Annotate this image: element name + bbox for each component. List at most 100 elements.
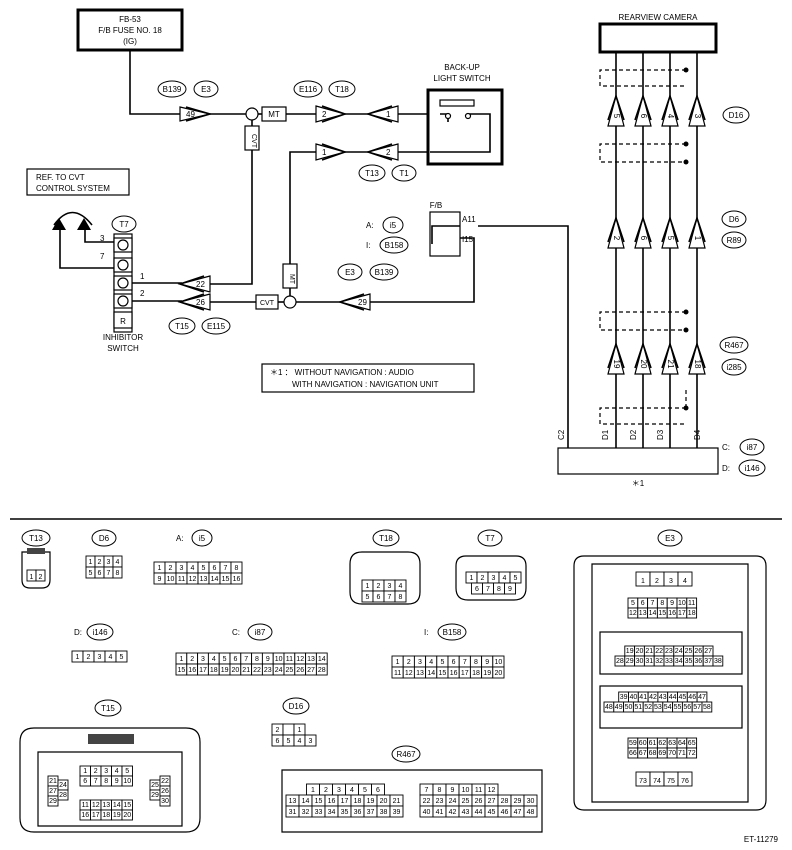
- svg-text:1: 1: [30, 574, 34, 581]
- svg-text:D:: D:: [74, 628, 82, 637]
- cvt-box-vertical: [244, 125, 260, 151]
- svg-text:REF. TO CVT: REF. TO CVT: [36, 173, 85, 182]
- svg-text:30: 30: [636, 658, 644, 665]
- svg-text:5: 5: [125, 768, 129, 775]
- svg-text:2: 2: [39, 574, 43, 581]
- mt-box-vertical: [282, 263, 298, 289]
- wire-a11-audio: [478, 225, 569, 448]
- svg-text:8: 8: [116, 570, 120, 577]
- conn-i146: [738, 459, 766, 477]
- svg-text:F/B: F/B: [430, 201, 442, 210]
- svg-text:4: 4: [350, 787, 354, 794]
- svg-text:48: 48: [527, 809, 535, 816]
- face-label-t13: [21, 529, 51, 547]
- svg-text:15: 15: [178, 667, 186, 674]
- conn-e115: [201, 317, 231, 335]
- svg-text:10: 10: [462, 787, 470, 794]
- svg-text:6: 6: [452, 659, 456, 666]
- svg-text:14: 14: [302, 798, 310, 805]
- svg-text:i5: i5: [199, 534, 206, 543]
- d6-pin-2: 2: [607, 215, 625, 249]
- svg-text:13: 13: [289, 798, 297, 805]
- svg-text:i285: i285: [726, 363, 742, 372]
- svg-text:5: 5: [202, 565, 206, 572]
- conn-t7: [111, 215, 137, 233]
- svg-text:46: 46: [501, 809, 509, 816]
- svg-text:REARVIEW CAMERA: REARVIEW CAMERA: [619, 13, 699, 22]
- d16-pin-3: 3: [688, 93, 706, 127]
- svg-text:2: 2: [276, 727, 280, 734]
- svg-text:23: 23: [264, 667, 272, 674]
- svg-text:28: 28: [318, 667, 326, 674]
- svg-text:2: 2: [377, 583, 381, 590]
- svg-text:12: 12: [92, 802, 100, 809]
- svg-text:5: 5: [440, 659, 444, 666]
- svg-text:32: 32: [655, 658, 663, 665]
- svg-text:10: 10: [495, 659, 503, 666]
- svg-text:MT: MT: [268, 110, 280, 119]
- svg-text:33: 33: [315, 809, 323, 816]
- svg-text:3: 3: [201, 656, 205, 663]
- svg-text:3: 3: [98, 654, 102, 661]
- svg-text:R467: R467: [724, 341, 744, 350]
- svg-text:2: 2: [386, 148, 391, 157]
- svg-text:6: 6: [83, 778, 87, 785]
- connector-arrow-22: [177, 275, 211, 293]
- svg-text:B139: B139: [375, 268, 394, 277]
- svg-text:74: 74: [653, 778, 661, 785]
- svg-text:3: 3: [100, 234, 105, 243]
- svg-text:3: 3: [693, 114, 702, 119]
- svg-text:B158: B158: [443, 628, 462, 637]
- r467-pin-18: 18: [688, 341, 706, 375]
- svg-text:15: 15: [658, 610, 666, 617]
- svg-text:7: 7: [388, 594, 392, 601]
- svg-text:29: 29: [151, 792, 159, 799]
- svg-text:2: 2: [655, 578, 659, 585]
- svg-text:D6: D6: [99, 534, 110, 543]
- r467-pin-19: 19: [607, 341, 625, 375]
- fuse-line2: F/B FUSE NO. 18: [98, 26, 162, 35]
- svg-text:49: 49: [186, 110, 195, 119]
- svg-text:75: 75: [667, 778, 675, 785]
- svg-text:67: 67: [639, 750, 647, 757]
- svg-text:40: 40: [630, 694, 638, 701]
- svg-text:29: 29: [358, 298, 367, 307]
- svg-text:28: 28: [501, 798, 509, 805]
- svg-text:17: 17: [461, 670, 469, 677]
- svg-text:48: 48: [605, 704, 613, 711]
- svg-text:61: 61: [649, 740, 657, 747]
- svg-text:17: 17: [678, 610, 686, 617]
- svg-text:59: 59: [629, 740, 637, 747]
- svg-text:27: 27: [49, 788, 57, 795]
- arrow-up-left: [52, 218, 66, 230]
- svg-text:49: 49: [615, 704, 623, 711]
- svg-text:14: 14: [427, 670, 435, 677]
- svg-text:4: 4: [683, 578, 687, 585]
- svg-text:39: 39: [393, 809, 401, 816]
- svg-text:45: 45: [488, 809, 496, 816]
- svg-text:44: 44: [669, 694, 677, 701]
- svg-text:71: 71: [678, 750, 686, 757]
- svg-text:6: 6: [213, 565, 217, 572]
- svg-text:69: 69: [658, 750, 666, 757]
- conn-t1: [391, 164, 417, 182]
- svg-text:20: 20: [636, 648, 644, 655]
- cvt-box: [255, 294, 279, 310]
- svg-text:7: 7: [244, 656, 248, 663]
- svg-text:C:: C:: [722, 443, 730, 452]
- svg-text:16: 16: [668, 610, 676, 617]
- svg-text:T13: T13: [29, 534, 43, 543]
- connector-arrow-49: [179, 106, 211, 122]
- svg-text:3: 3: [309, 738, 313, 745]
- svg-text:15: 15: [315, 798, 323, 805]
- svg-text:T7: T7: [119, 220, 129, 229]
- svg-text:I15: I15: [462, 235, 474, 244]
- svg-text:28: 28: [59, 792, 67, 799]
- conn-r467: [719, 336, 749, 354]
- fuse-wire: [129, 50, 180, 115]
- svg-text:BACK-UP: BACK-UP: [444, 63, 480, 72]
- conn-d6: [721, 210, 747, 228]
- svg-text:i5: i5: [390, 221, 397, 230]
- conn-t13: [358, 164, 386, 182]
